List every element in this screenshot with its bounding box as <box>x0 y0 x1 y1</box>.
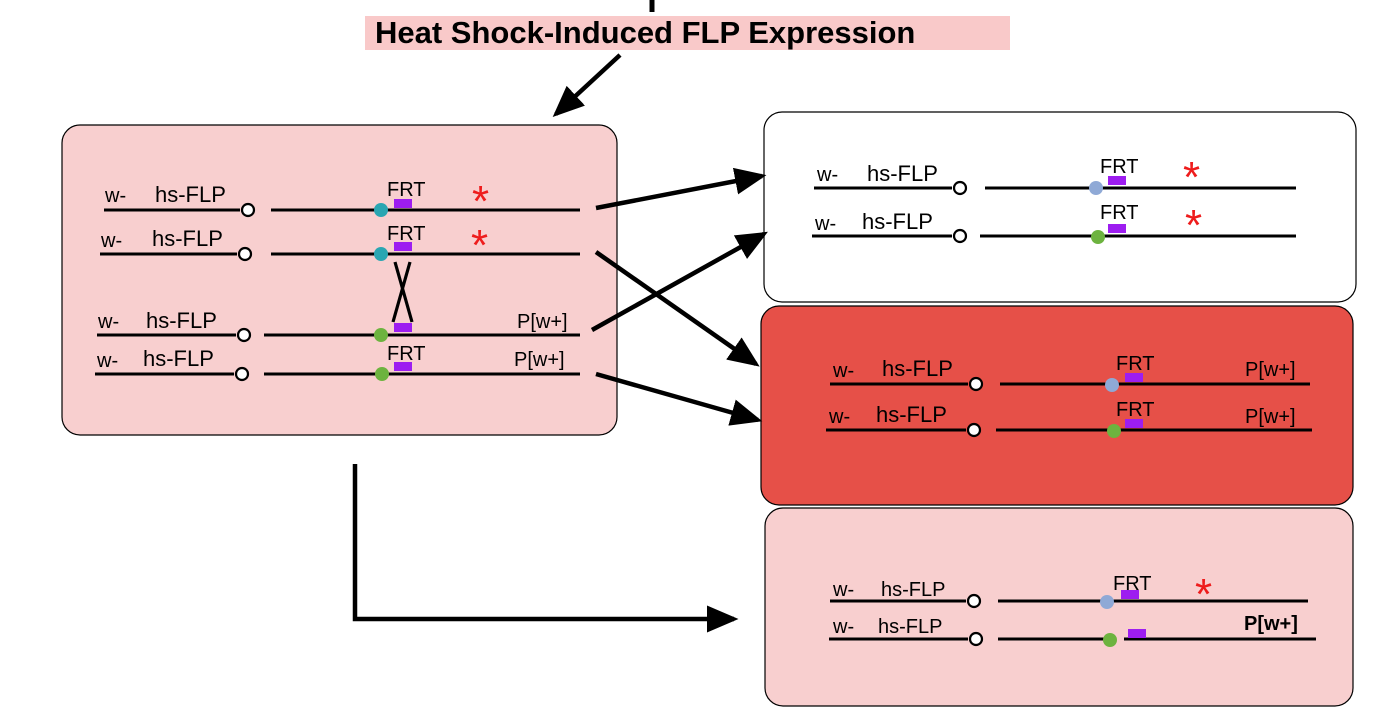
arrow-to-mid-result-1 <box>594 250 760 367</box>
arrow-to-top-result <box>595 167 767 211</box>
hs-flp-label: hs-FLP <box>882 356 953 381</box>
frt-mark <box>1108 224 1126 233</box>
arrow-to-bottom-result <box>352 464 739 633</box>
centromere-dot <box>1103 633 1117 647</box>
frt-label: FRT <box>1116 399 1155 421</box>
parent-chromosome-4: w- hs-FLP FRT P[w+] <box>95 343 580 382</box>
centromere-dot <box>1100 595 1114 609</box>
frt-mark <box>394 199 412 208</box>
w-label: w- <box>816 164 838 186</box>
centromere-dot <box>1089 181 1103 195</box>
frt-mark <box>1125 419 1143 428</box>
hs-flp-label: hs-FLP <box>862 209 933 234</box>
centromere-dot <box>374 203 388 217</box>
mutation-star: * <box>1185 201 1202 250</box>
parent-chromosome-3: w- hs-FLP P[w+] <box>97 308 580 343</box>
frt-label: FRT <box>387 223 426 245</box>
parent-chromosome-2: w- hs-FLP FRT * <box>100 221 580 270</box>
result-bottom-chromosome-1: w- hs-FLP FRT * <box>830 570 1308 619</box>
result-bottom-chromosome-2: w- hs-FLP P[w+] <box>829 613 1316 647</box>
frt-label: FRT <box>1116 353 1155 375</box>
centromere-dot <box>374 328 388 342</box>
w-label: w- <box>104 185 126 207</box>
w-label: w- <box>97 311 119 333</box>
frt-mark <box>1121 590 1139 599</box>
result-mid-chromosome-1: w- hs-FLP FRT P[w+] <box>830 353 1310 392</box>
w-label: w- <box>832 579 854 601</box>
pw-label: P[w+] <box>514 349 565 371</box>
pw-label: P[w+] <box>1244 613 1298 635</box>
w-label: w- <box>828 406 850 428</box>
frt-mark <box>394 242 412 251</box>
frt-mark <box>394 362 412 371</box>
w-label: w- <box>96 350 118 372</box>
parent-cell-box <box>61 124 618 436</box>
w-label: w- <box>832 360 854 382</box>
result-box-heterozygous <box>764 507 1354 707</box>
frt-mark <box>1128 629 1146 638</box>
hs-flp-label: hs-FLP <box>876 402 947 427</box>
w-label: w- <box>832 616 854 638</box>
centromere-dot <box>375 367 389 381</box>
arrow-to-top-result-2 <box>590 231 768 332</box>
centromere-dot <box>1107 424 1121 438</box>
frt-mark <box>1125 373 1143 382</box>
result-mid-chromosome-2: w- hs-FLP FRT P[w+] <box>826 399 1312 438</box>
frt-label: FRT <box>387 343 426 365</box>
pw-label: P[w+] <box>1245 359 1296 381</box>
frt-label: FRT <box>1113 573 1152 595</box>
hs-flp-label: hs-FLP <box>146 308 217 333</box>
centromere-dot <box>374 247 388 261</box>
pw-label: P[w+] <box>517 311 568 333</box>
frt-label: FRT <box>387 179 426 201</box>
hs-flp-label: hs-FLP <box>155 182 226 207</box>
parent-chromosome-1: w- hs-FLP FRT * <box>104 177 580 226</box>
mutation-star: * <box>472 177 489 226</box>
result-top-chromosome-2: w- hs-FLP FRT * <box>812 201 1296 250</box>
hs-flp-label: hs-FLP <box>867 161 938 186</box>
hs-flp-label: hs-FLP <box>143 346 214 371</box>
title-highlight <box>365 16 1010 50</box>
diagram-title: Heat Shock-Induced FLP Expression <box>375 15 915 50</box>
mutation-star: * <box>1183 153 1200 202</box>
frt-label: FRT <box>1100 156 1139 178</box>
hs-flp-label: hs-FLP <box>878 616 942 638</box>
frt-mark <box>1108 176 1126 185</box>
title-arrow <box>552 53 622 118</box>
frt-label: FRT <box>1100 202 1139 224</box>
mutation-star: * <box>1195 570 1212 619</box>
hs-flp-label: hs-FLP <box>152 226 223 251</box>
w-label: w- <box>814 213 836 235</box>
frt-mark <box>394 323 412 332</box>
result-top-chromosome-1: w- hs-FLP FRT * <box>814 153 1296 202</box>
centromere-dot <box>1105 378 1119 392</box>
crossover-x <box>391 261 414 323</box>
pw-label: P[w+] <box>1245 406 1296 428</box>
centromere-dot <box>1091 230 1105 244</box>
result-box-homozygous-mutant <box>763 111 1357 303</box>
mutation-star: * <box>471 221 488 270</box>
w-label: w- <box>100 230 122 252</box>
hs-flp-label: hs-FLP <box>881 579 945 601</box>
arrow-to-mid-result-2 <box>595 371 763 426</box>
